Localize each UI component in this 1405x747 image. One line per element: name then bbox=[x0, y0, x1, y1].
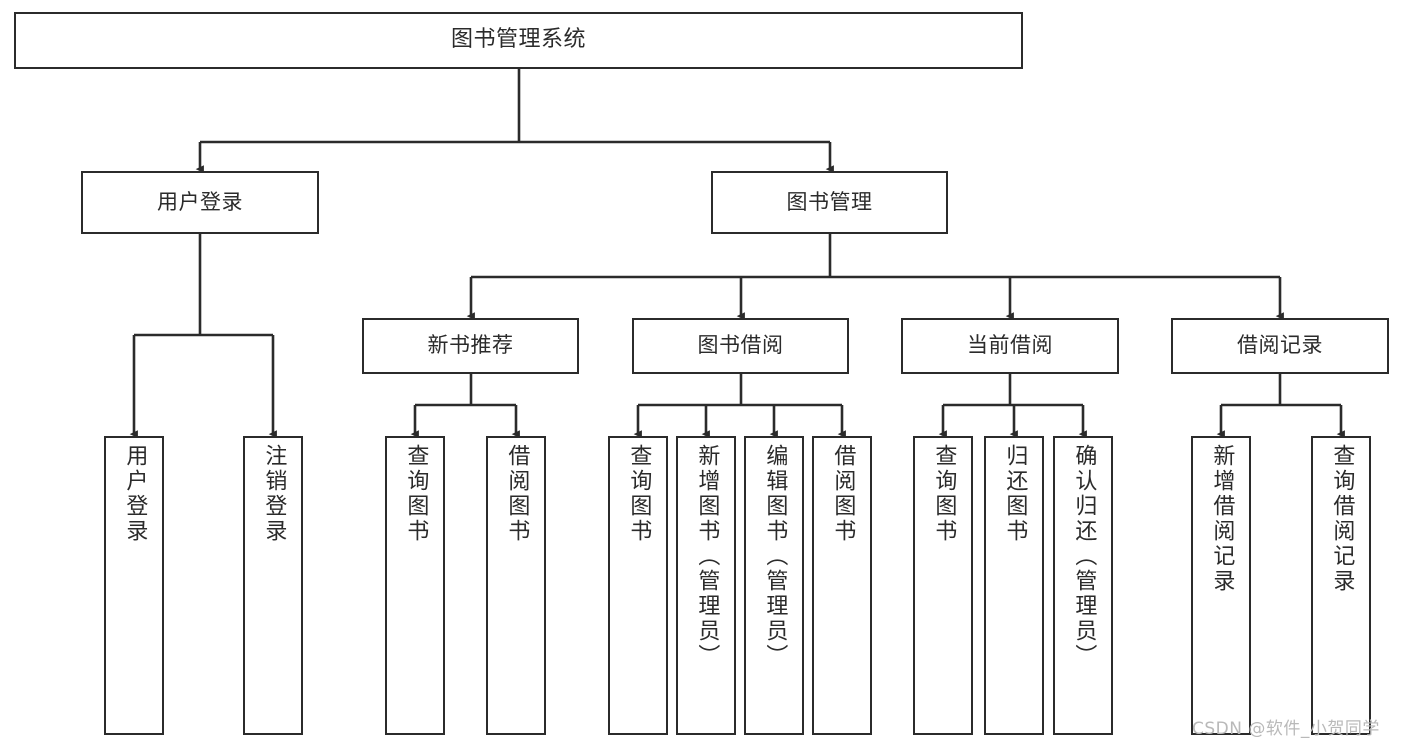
node-l1-book[interactable]: 图书管理 bbox=[711, 171, 948, 234]
node-label: 借阅记录 bbox=[1237, 333, 1323, 358]
node-label: 查询图书 bbox=[403, 444, 429, 544]
node-label: 确认归还（管理员） bbox=[1071, 444, 1097, 669]
node-l3-d1[interactable]: 查询图书 bbox=[913, 436, 973, 735]
node-label: 图书管理 bbox=[786, 189, 873, 214]
node-l3-b2[interactable]: 借阅图书 bbox=[486, 436, 546, 735]
node-label: 查询图书 bbox=[931, 444, 957, 544]
node-l3-d3[interactable]: 确认归还（管理员） bbox=[1053, 436, 1113, 735]
node-l2-cur[interactable]: 当前借阅 bbox=[901, 318, 1119, 374]
node-root[interactable]: 图书管理系统 bbox=[14, 12, 1023, 69]
node-label: 新增借阅记录 bbox=[1209, 444, 1235, 594]
node-l1-login[interactable]: 用户登录 bbox=[81, 171, 319, 234]
node-l3-b1[interactable]: 查询图书 bbox=[385, 436, 445, 735]
node-label: 当前借阅 bbox=[967, 333, 1053, 358]
node-label: 用户登录 bbox=[122, 444, 148, 544]
node-label: 用户登录 bbox=[157, 189, 243, 214]
node-label: 新增图书（管理员） bbox=[694, 444, 720, 669]
node-label: 归还图书 bbox=[1002, 444, 1028, 544]
node-l3-c3[interactable]: 编辑图书（管理员） bbox=[744, 436, 804, 735]
node-l2-borrow[interactable]: 图书借阅 bbox=[632, 318, 849, 374]
node-label: 借阅图书 bbox=[504, 444, 530, 544]
csdn-watermark: CSDN @软件_小贺同学 bbox=[1192, 719, 1380, 739]
node-l3-c4[interactable]: 借阅图书 bbox=[812, 436, 872, 735]
node-l2-rec[interactable]: 借阅记录 bbox=[1171, 318, 1389, 374]
node-l3-a2[interactable]: 注销登录 bbox=[243, 436, 303, 735]
node-l3-e2[interactable]: 查询借阅记录 bbox=[1311, 436, 1371, 735]
node-l3-c2[interactable]: 新增图书（管理员） bbox=[676, 436, 736, 735]
node-label: 查询借阅记录 bbox=[1329, 444, 1355, 594]
node-l2-new[interactable]: 新书推荐 bbox=[362, 318, 579, 374]
node-l3-d2[interactable]: 归还图书 bbox=[984, 436, 1044, 735]
node-label: 借阅图书 bbox=[830, 444, 856, 544]
node-label: 查询图书 bbox=[626, 444, 652, 544]
node-label: 图书管理系统 bbox=[450, 27, 586, 53]
node-l3-c1[interactable]: 查询图书 bbox=[608, 436, 668, 735]
node-l3-e1[interactable]: 新增借阅记录 bbox=[1191, 436, 1251, 735]
node-label: 编辑图书（管理员） bbox=[762, 444, 788, 669]
node-l3-a1[interactable]: 用户登录 bbox=[104, 436, 164, 735]
node-label: 新书推荐 bbox=[427, 333, 514, 358]
node-label: 图书借阅 bbox=[697, 333, 784, 358]
node-label: 注销登录 bbox=[261, 444, 287, 544]
